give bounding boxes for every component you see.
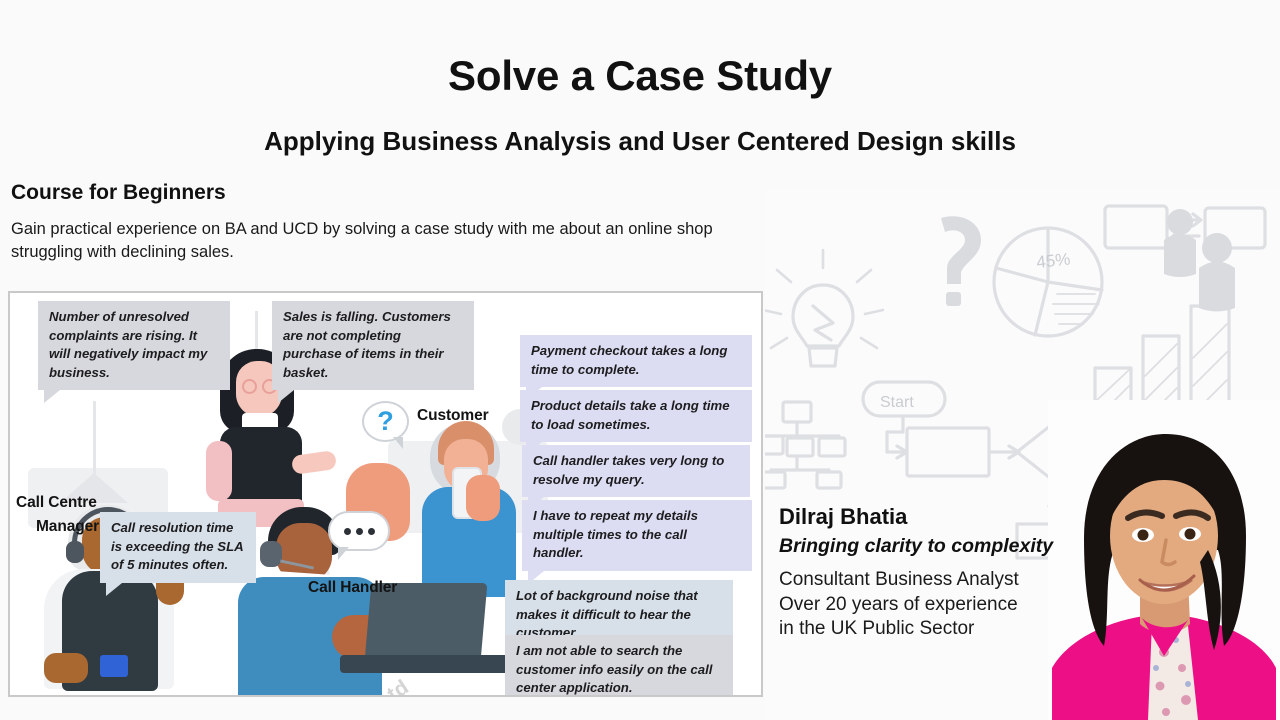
speaker-bio: Consultant Business Analyst Over 20 year…	[779, 568, 1019, 642]
speaker-bio-line-3: in the UK Public Sector	[779, 618, 975, 639]
speaker-tagline: Bringing clarity to complexity	[779, 535, 1054, 557]
page-subtitle: Applying Business Analysis and User Cent…	[264, 126, 1016, 156]
bubble-owner-complaints: Number of unresolved complaints are risi…	[38, 301, 230, 403]
course-description: Gain practical experience on BA and UCD …	[11, 220, 713, 261]
label-customer: Customer	[417, 407, 489, 424]
sketch-pie-label: 45%	[1035, 250, 1071, 272]
bubble-handler-search: I am not able to search the customer inf…	[505, 635, 733, 695]
illustration-canvas: © BA Threads Ltd	[10, 293, 761, 695]
prop-lamp-pole-left	[93, 401, 96, 475]
owner-glasses	[242, 379, 257, 394]
figure-customer	[346, 421, 528, 603]
bubble-customer-checkout: Payment checkout takes a long time to co…	[520, 335, 752, 400]
bubble-owner-sales: Sales is falling. Customers are not comp…	[272, 301, 474, 403]
label-call-centre-manager-line1: Call Centre	[16, 494, 97, 511]
page-title: Solve a Case Study	[448, 52, 832, 99]
customer-question-bubble: ?	[362, 401, 409, 449]
bubble-manager-sla: Call resolution time is exceeding the SL…	[100, 512, 256, 595]
prop-lamp-shade-left	[60, 473, 128, 503]
handler-headset-ear	[260, 541, 282, 567]
dot-icon-1	[343, 527, 351, 535]
speaker-photo	[1048, 400, 1280, 720]
course-heading: Course for Beginners	[11, 181, 226, 204]
speaker-bio-line-2: Over 20 years of experience	[779, 593, 1018, 615]
sketch-people-icons	[1164, 209, 1235, 312]
bubble-customer-product-details: Product details take a long time to load…	[520, 390, 752, 455]
case-study-illustration: © BA Threads Ltd	[8, 291, 763, 697]
dot-icon-3	[367, 527, 375, 535]
manager-forearm	[44, 653, 88, 683]
prop-lamp-pole-mid	[255, 311, 258, 367]
owner-torso	[220, 427, 302, 511]
manager-headset-ear	[66, 541, 84, 563]
label-call-centre-manager-line2: Manager	[36, 518, 100, 535]
label-call-handler: Call Handler	[308, 579, 398, 596]
speaker-name: Dilraj Bhatia	[779, 504, 908, 529]
speaker-portrait	[1048, 400, 1280, 720]
handler-typing-bubble	[328, 511, 390, 560]
bubble-customer-call-handler-slow: Call handler takes very long to resolve …	[522, 445, 750, 510]
owner-sleeve	[206, 441, 232, 501]
figure-business-owner	[202, 349, 338, 529]
sketch-flow-start-label: Start	[880, 394, 914, 411]
dot-icon-2	[355, 527, 363, 535]
bubble-customer-repeat-details: I have to repeat my details multiple tim…	[522, 500, 752, 583]
speaker-bio-line-1: Consultant Business Analyst	[779, 569, 1019, 590]
manager-badge	[100, 655, 128, 677]
customer-phone-hand	[466, 475, 500, 521]
question-mark-icon: ?	[377, 406, 394, 436]
prop-laptop-base	[340, 655, 510, 673]
